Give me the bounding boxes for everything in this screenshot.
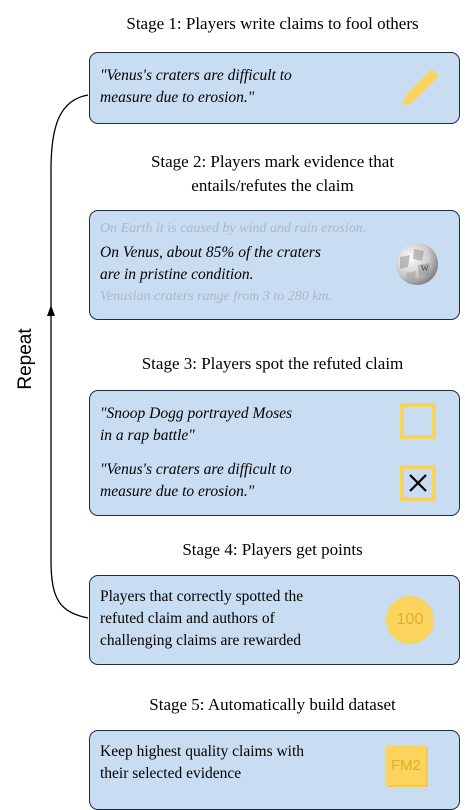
stage-2-title-line-1: Stage 2: Players mark evidence that — [150, 152, 395, 171]
wikipedia-globe-icon: W — [396, 243, 438, 285]
unchecked-checkbox[interactable] — [400, 403, 436, 439]
stage-4-text-line-3: challenging claims are rewarded — [100, 632, 301, 649]
stage-3-claim-2-line-2: measure due to erosion." — [100, 483, 255, 500]
stage-5-title: Stage 5: Automatically build dataset — [149, 695, 396, 714]
repeat-loop-arrow — [47, 94, 89, 619]
stage-4-text-line-1: Players that correctly spotted the — [100, 588, 304, 605]
stage-1-title: Stage 1: Players write claims to fool ot… — [126, 14, 419, 33]
pencil-icon — [402, 69, 439, 106]
repeat-label: Repeat — [15, 328, 36, 390]
stage-4-title: Stage 4: Players get points — [182, 540, 363, 559]
stage-5-box: Keep highest quality claims with their s… — [89, 730, 460, 810]
stage-2-evidence-selected-line-1: On Venus, about 85% of the craters — [100, 244, 321, 261]
stage-2-evidence-selected-line-2: are in pristine condition. — [100, 266, 254, 283]
stage-1-claim-line-2: measure due to erosion." — [100, 89, 255, 106]
stage-3-box: "Snoop Dogg portrayed Moses in a rap bat… — [89, 390, 460, 516]
stage-2-box: On Earth it is caused by wind and rain e… — [89, 210, 460, 320]
coin-icon: 100 — [386, 596, 434, 644]
stage-5-text-line-1: Keep highest quality claims with — [100, 743, 305, 760]
stage-5-text-line-2: their selected evidence — [100, 765, 242, 782]
checked-checkbox[interactable] — [400, 465, 436, 501]
stage-2-title-line-2: entails/refutes the claim — [191, 176, 354, 195]
stage-4-box: Players that correctly spotted the refut… — [89, 575, 460, 665]
stage-1-claim-line-1: "Venus's craters are difficult to — [100, 67, 292, 84]
document-stack-icon: FM2 — [386, 745, 426, 785]
stage-3-claim-1-line-2: in a rap battle" — [100, 427, 195, 444]
stage-3-claim-2-line-1: "Venus's craters are difficult to — [100, 461, 292, 478]
stage-1-box: "Venus's craters are difficult to measur… — [89, 52, 460, 124]
stage-2-evidence-after: Venusian craters range from 3 to 280 km. — [100, 289, 333, 304]
stage-3-claim-1-line-1: "Snoop Dogg portrayed Moses — [100, 405, 293, 422]
svg-text:W: W — [421, 264, 429, 273]
x-mark-icon — [409, 474, 427, 492]
dataset-label: FM2 — [391, 756, 421, 774]
stage-2-evidence-before: On Earth it is caused by wind and rain e… — [100, 221, 367, 236]
points-value: 100 — [396, 611, 424, 628]
stage-4-text-line-2: refuted claim and authors of — [100, 610, 275, 627]
stage-3-title: Stage 3: Players spot the refuted claim — [141, 354, 404, 373]
